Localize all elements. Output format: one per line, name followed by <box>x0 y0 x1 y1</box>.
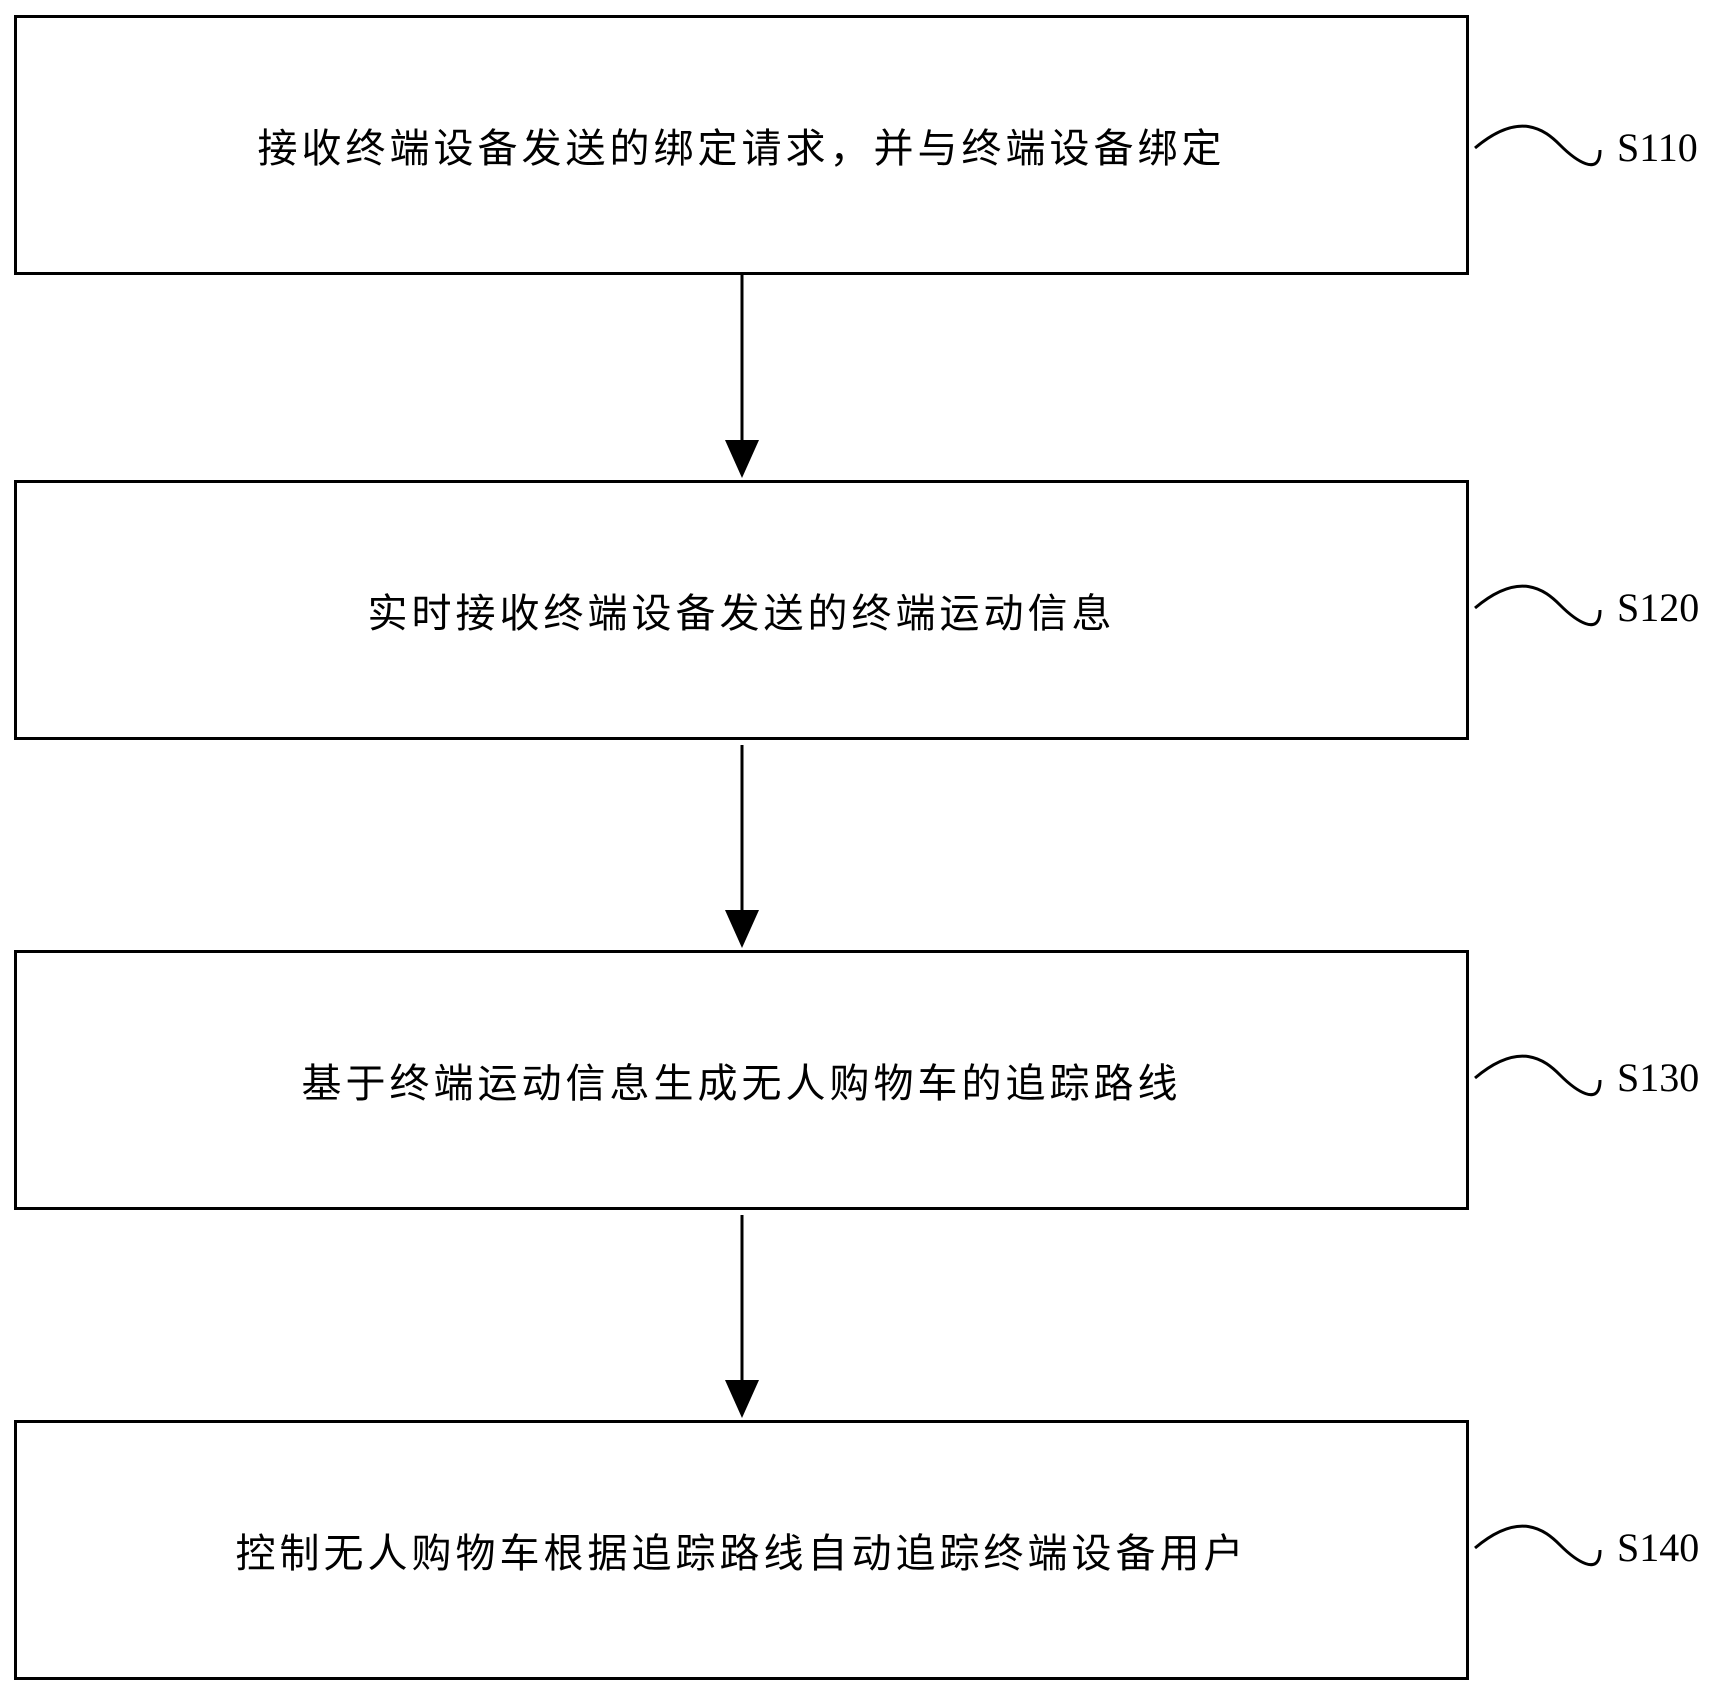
step-label-s130: S130 <box>1617 1055 1700 1100</box>
step-box-s130: 基于终端运动信息生成无人购物车的追踪路线 <box>14 950 1469 1210</box>
step-text-s110: 接收终端设备发送的绑定请求，并与终端设备绑定 <box>257 126 1226 172</box>
step-label-s110: S110 <box>1617 125 1698 170</box>
step-label-s140: S140 <box>1617 1525 1700 1570</box>
leader-tilde-s120 <box>1474 584 1602 626</box>
leader-tilde-s110 <box>1474 124 1602 166</box>
step-box-s120: 实时接收终端设备发送的终端运动信息 <box>14 480 1469 740</box>
leader-tilde-s140 <box>1474 1524 1602 1566</box>
step-box-s140: 控制无人购物车根据追踪路线自动追踪终端设备用户 <box>14 1420 1469 1680</box>
step-label-s120: S120 <box>1617 585 1700 630</box>
step-text-s140: 控制无人购物车根据追踪路线自动追踪终端设备用户 <box>235 1531 1248 1577</box>
leader-tilde-s130 <box>1474 1054 1602 1096</box>
step-box-s110: 接收终端设备发送的绑定请求，并与终端设备绑定 <box>14 15 1469 275</box>
arrow-s130-s140 <box>725 1215 759 1418</box>
step-text-s130: 基于终端运动信息生成无人购物车的追踪路线 <box>301 1061 1182 1107</box>
step-text-s120: 实时接收终端设备发送的终端运动信息 <box>367 591 1116 637</box>
arrow-s120-s130 <box>725 745 759 948</box>
arrow-s110-s120 <box>725 275 759 478</box>
